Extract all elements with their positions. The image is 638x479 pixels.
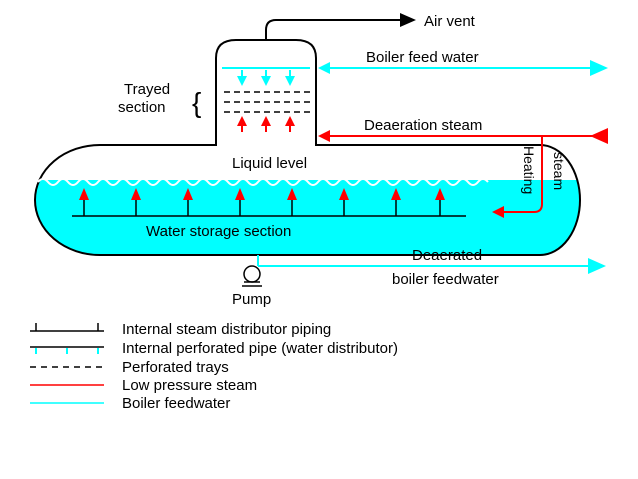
water-fill (35, 180, 580, 255)
deaerated-feedwater-arrow-icon (588, 258, 606, 274)
legend: Internal steam distributor piping Intern… (30, 321, 398, 412)
liquid-level-label: Liquid level (232, 155, 307, 172)
steam-distributor-piping-symbol (30, 323, 104, 332)
heating-steam-line (500, 136, 543, 213)
heating-steam-arrow-icon (492, 206, 504, 218)
deaerated-label-line1: Deaerated (412, 247, 482, 264)
air-vent-line (265, 19, 400, 40)
trayed-section-label-line1: Trayed (124, 81, 170, 98)
legend-label: Internal perforated pipe (water distribu… (122, 340, 398, 357)
water-spray-arrows (237, 70, 295, 86)
legend-label: Perforated trays (122, 359, 229, 376)
column-steam-arrows (237, 116, 295, 132)
water-storage-section-label: Water storage section (146, 223, 291, 240)
deaeration-steam-inlet-arrow-icon (318, 130, 330, 142)
pump-label: Pump (232, 291, 271, 308)
steam-distributor-piping (72, 200, 466, 217)
air-vent-arrow-icon (400, 13, 416, 27)
boiler-feed-water-source-arrow-icon (590, 60, 608, 76)
liquid-level-surface (37, 178, 489, 186)
perforated-trays (224, 91, 310, 113)
legend-label: Boiler feedwater (122, 395, 230, 412)
deaerator-vessel-outline (34, 39, 581, 256)
pump-icon (242, 265, 262, 287)
legend-label: Low pressure steam (122, 377, 257, 394)
air-vent-label: Air vent (424, 13, 476, 30)
deaeration-steam-label: Deaeration steam (364, 117, 482, 134)
deaerated-label-line2: boiler feedwater (392, 271, 499, 288)
boiler-feed-water-inlet-arrow-icon (318, 62, 330, 74)
heating-steam-label-line2: steam (551, 152, 567, 190)
trayed-section-label-line2: section (118, 99, 166, 116)
distributor-steam-arrows (79, 188, 445, 200)
heating-steam-label-line1: Heating (521, 146, 537, 194)
steam-source-arrow-icon (590, 128, 608, 144)
boiler-feed-water-label: Boiler feed water (366, 49, 479, 66)
trayed-section-brace: { (192, 87, 201, 118)
legend-label: Internal steam distributor piping (122, 321, 331, 338)
